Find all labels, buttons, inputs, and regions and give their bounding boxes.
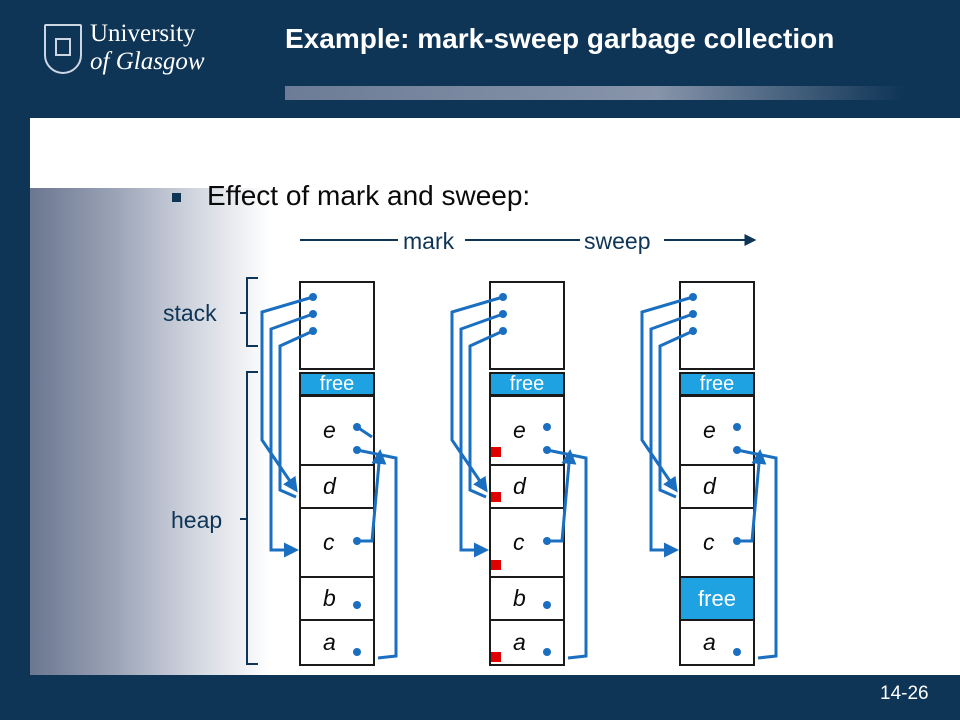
mark-bit-icon xyxy=(491,560,501,570)
title-shadow xyxy=(285,86,905,100)
heap-brace xyxy=(240,371,258,665)
heap-label: heap xyxy=(171,507,223,533)
logo-line-2: of Glasgow xyxy=(90,48,205,75)
content-top-panel xyxy=(30,118,960,188)
heap-object: e xyxy=(489,395,565,466)
pointer-set-2 xyxy=(450,293,588,660)
page-number: 14-26 xyxy=(880,683,929,704)
heap-object: a xyxy=(299,619,375,666)
pointer-set-3 xyxy=(640,293,778,660)
pointer-set-1 xyxy=(260,293,398,660)
sweep-label: sweep xyxy=(584,228,651,254)
mark-bit-icon xyxy=(491,652,501,662)
bullet-text: Effect of mark and sweep: xyxy=(207,180,531,211)
stack-brace xyxy=(240,277,258,347)
mark-bits xyxy=(491,447,501,662)
gradient-panel xyxy=(30,188,270,675)
left-band xyxy=(0,118,30,688)
slide-title: Example: mark-sweep garbage collection xyxy=(285,23,835,54)
footer-band xyxy=(0,675,960,720)
stack-label: stack xyxy=(163,300,217,326)
mark-bit-icon xyxy=(491,447,501,457)
university-logo: University of Glasgow xyxy=(44,20,224,80)
heap-object: a xyxy=(679,619,755,666)
heap-object: e xyxy=(679,395,755,466)
bullet-square-icon xyxy=(172,193,181,202)
mark-bit-icon xyxy=(491,492,501,502)
crest-icon xyxy=(44,24,82,74)
mark-label: mark xyxy=(403,228,455,254)
logo-line-1: University xyxy=(90,20,196,47)
heap-object: a xyxy=(489,619,565,666)
